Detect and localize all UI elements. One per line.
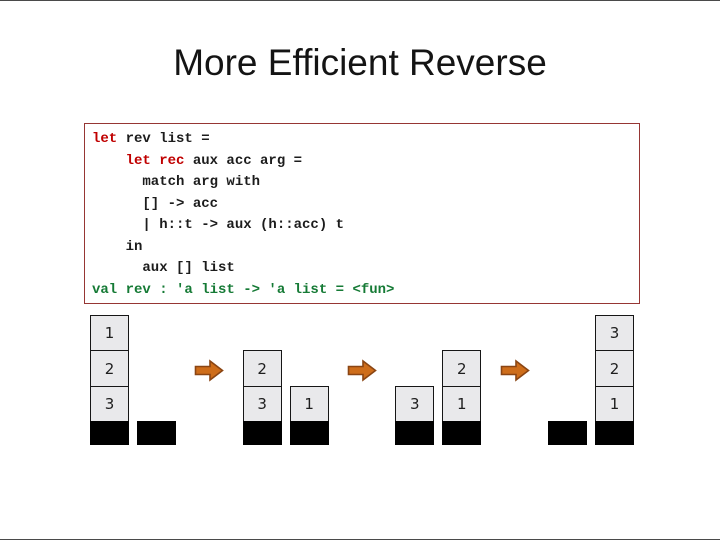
list-cell: 1 bbox=[442, 385, 482, 423]
arrow-right-icon bbox=[194, 359, 225, 387]
code-line: let rev list = bbox=[92, 129, 639, 151]
list-cell: 2 bbox=[594, 350, 634, 387]
arrow-right-icon bbox=[500, 359, 530, 387]
list-cell: 1 bbox=[289, 385, 329, 423]
arrow-right-icon bbox=[347, 359, 377, 387]
acc-stack bbox=[137, 421, 176, 445]
code-line: | h::t -> aux (h::acc) t bbox=[92, 215, 639, 237]
list-cell: 3 bbox=[90, 385, 129, 423]
code-segment-plain: | h::t -> aux (h::acc) t bbox=[92, 217, 345, 233]
code-segment-plain: aux acc arg = bbox=[184, 152, 303, 169]
list-cell: 1 bbox=[594, 385, 634, 423]
code-segment-output: val rev : 'a list -> 'a list = <fun> bbox=[92, 281, 395, 298]
code-segment-plain: [] -> acc bbox=[92, 195, 219, 212]
nil-cell bbox=[395, 421, 435, 445]
nil-cell bbox=[547, 421, 587, 445]
list-cell: 1 bbox=[90, 314, 129, 352]
nil-cell bbox=[594, 421, 634, 445]
list-stack: 3 bbox=[395, 385, 435, 445]
list-cell: 3 bbox=[594, 314, 634, 352]
code-segment-plain: in bbox=[92, 238, 143, 255]
code-segment-plain: rev list = bbox=[117, 131, 210, 147]
code-line: match arg with bbox=[92, 172, 639, 194]
list-stack bbox=[547, 421, 587, 445]
code-line: let rec aux acc arg = bbox=[92, 151, 639, 173]
code-segment-keyword: let bbox=[92, 131, 118, 147]
code-box: let rev list = let rec aux acc arg = mat… bbox=[84, 123, 640, 304]
code-segment-keyword: let rec bbox=[125, 152, 185, 169]
code-segment-plain bbox=[92, 153, 126, 169]
list-cell: 2 bbox=[242, 350, 282, 387]
code-segment-plain: match arg with bbox=[92, 174, 261, 190]
list-cell: 3 bbox=[395, 385, 435, 423]
nil-cell bbox=[289, 421, 329, 445]
acc-stack: 1 bbox=[289, 385, 329, 445]
list-cell: 2 bbox=[90, 350, 129, 387]
list-cell: 2 bbox=[442, 350, 482, 387]
code-segment-plain: aux [] list bbox=[92, 260, 235, 276]
list-cell: 3 bbox=[242, 385, 282, 423]
nil-cell bbox=[242, 421, 282, 445]
slide-top-edge bbox=[0, 0, 720, 1]
nil-cell bbox=[442, 421, 482, 445]
code-line: [] -> acc bbox=[92, 194, 639, 216]
slide-title: More Efficient Reverse bbox=[173, 42, 547, 83]
code-line: aux [] list bbox=[92, 258, 639, 280]
code-line: val rev : 'a list -> 'a list = <fun> bbox=[92, 280, 639, 302]
nil-cell bbox=[90, 421, 129, 445]
nil-cell bbox=[137, 421, 176, 445]
code-line: in bbox=[92, 237, 639, 259]
